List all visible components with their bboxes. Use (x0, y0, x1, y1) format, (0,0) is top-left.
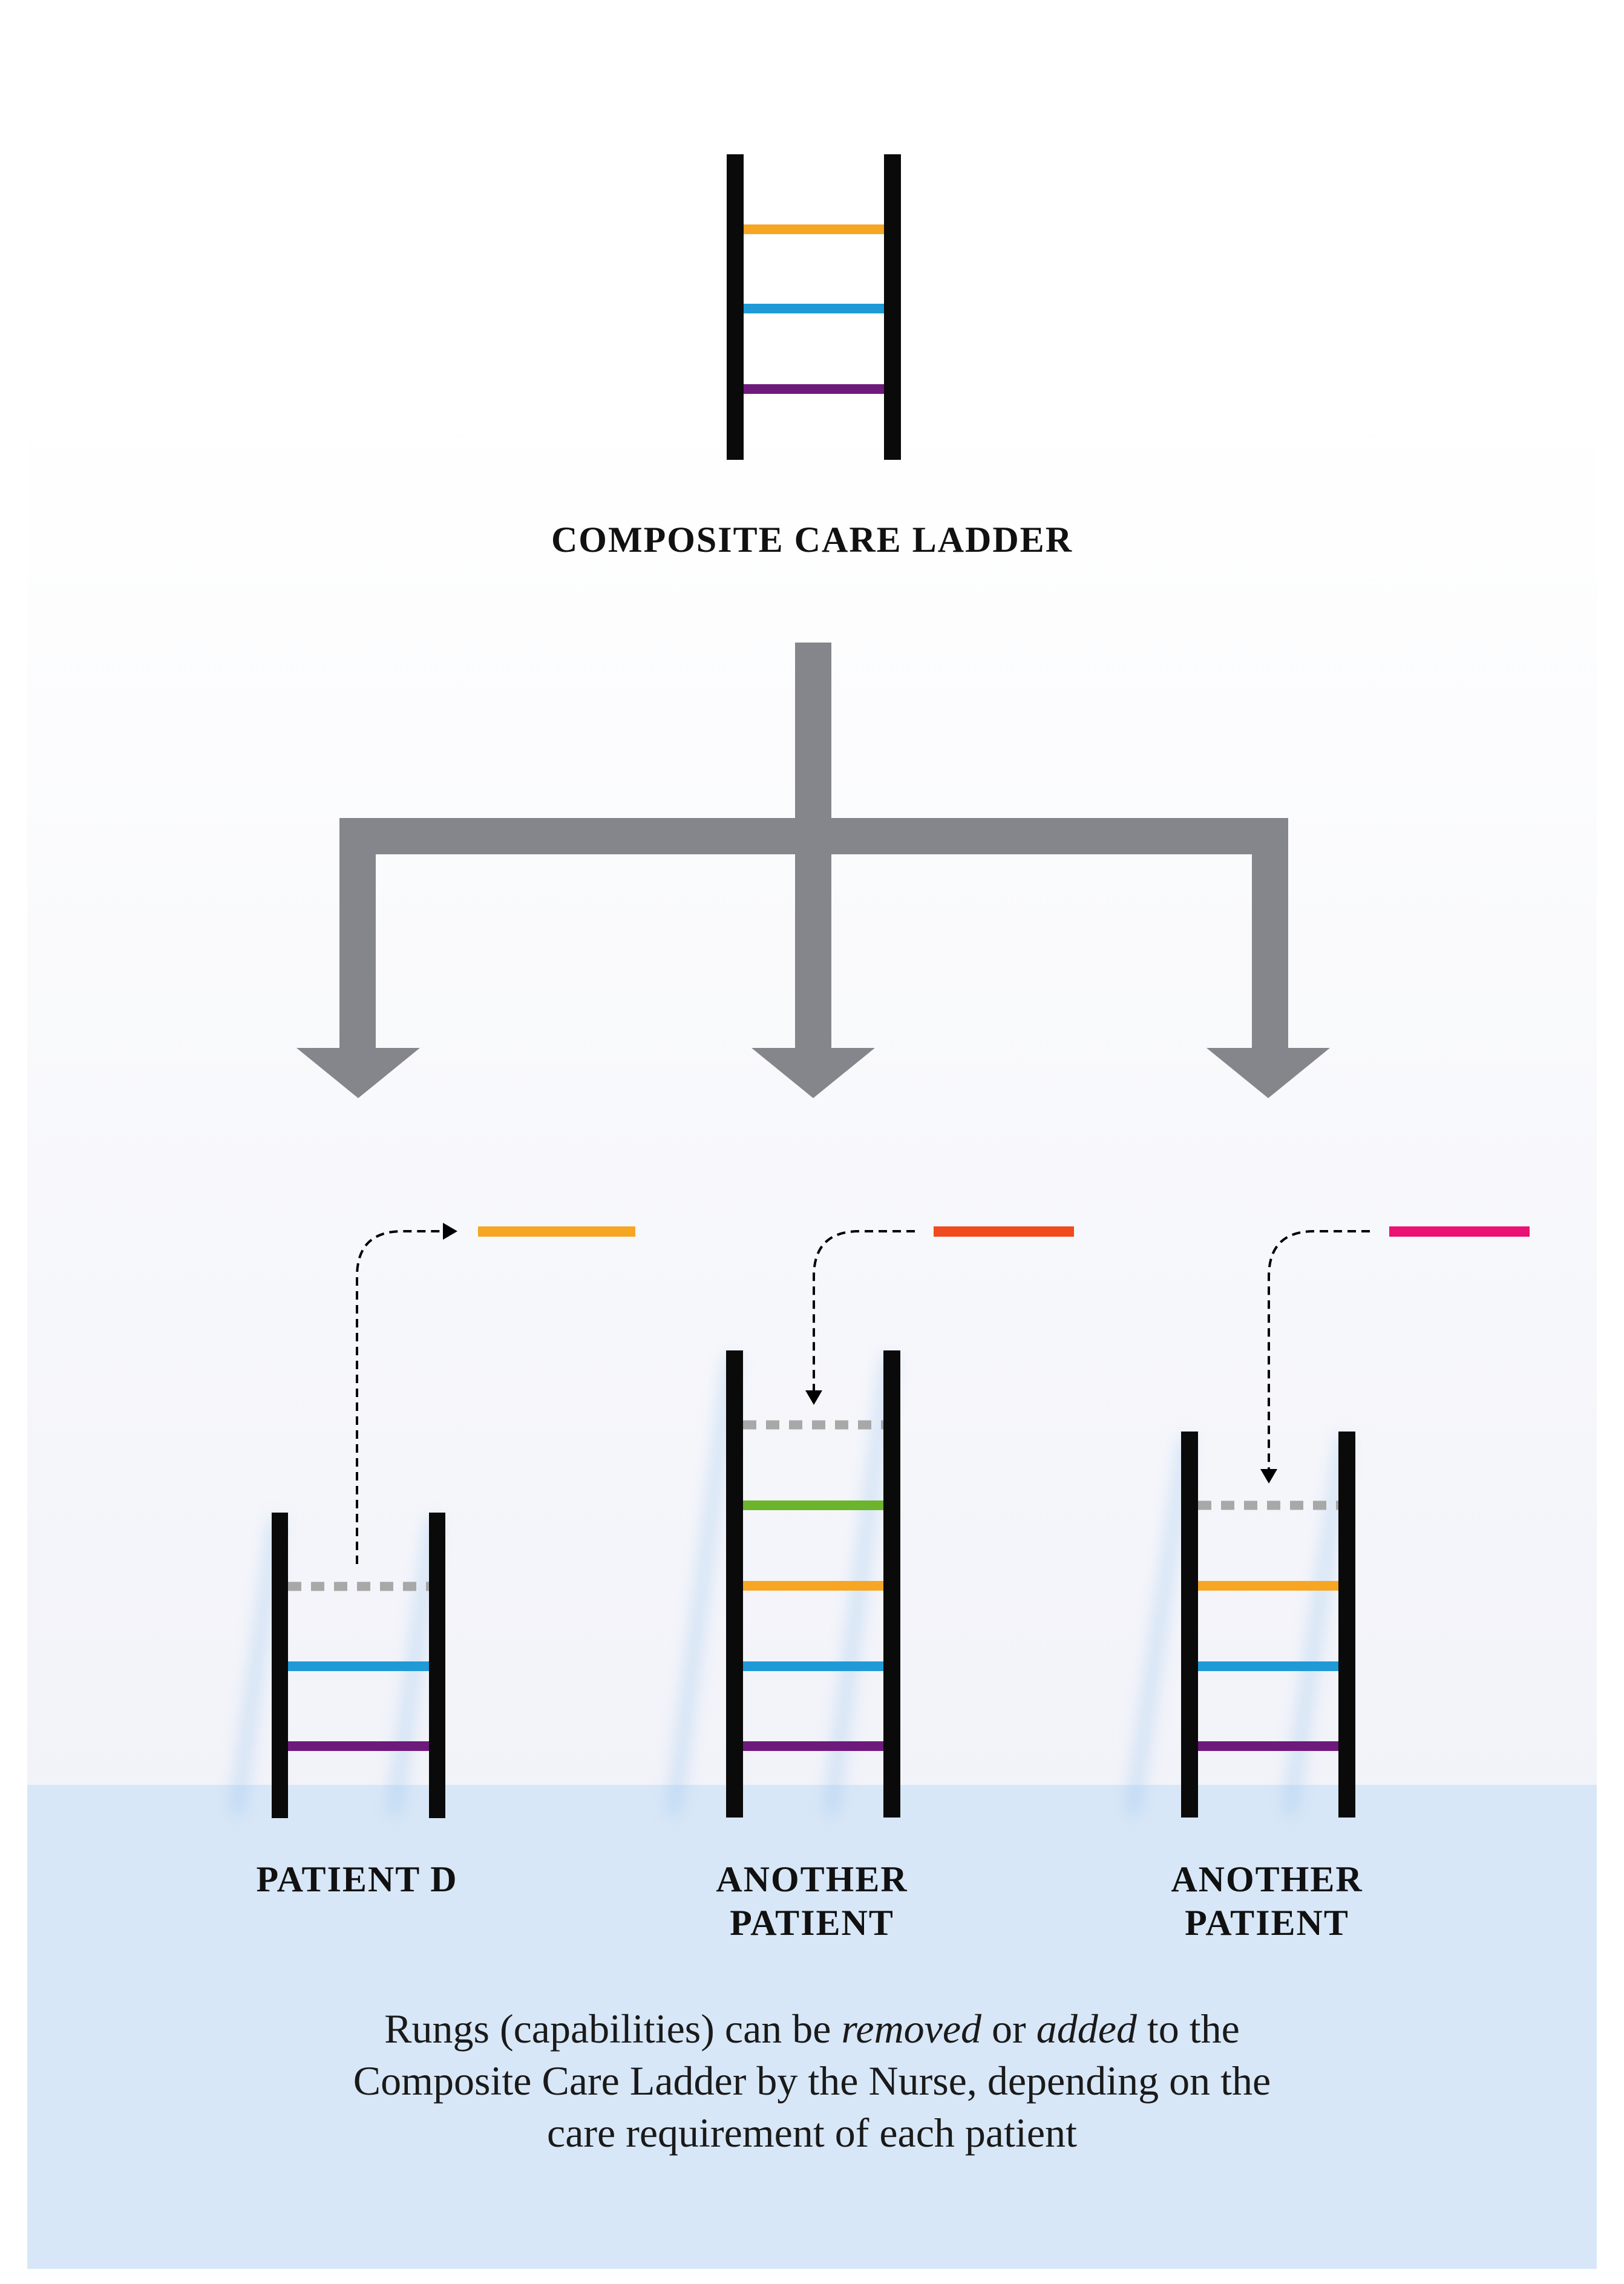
arrow-head-left (296, 1048, 420, 1098)
patient-b-label: ANOTHER PATIENT (655, 1857, 969, 1945)
rung-orange (744, 224, 884, 234)
ladder-rail-left (1181, 1432, 1198, 1818)
add-arrow (813, 1230, 915, 1392)
add-arrow (1268, 1230, 1370, 1470)
composite-ladder (727, 154, 901, 460)
remove-arrow-head (443, 1223, 457, 1240)
patient-d-label: PATIENT D (200, 1857, 514, 1901)
rung-blue (288, 1661, 429, 1671)
rung-purple (744, 384, 884, 394)
removed-rung-orange (478, 1226, 635, 1237)
patient-c-label: ANOTHER PATIENT (1110, 1857, 1424, 1945)
ladder-rail-right (1338, 1432, 1355, 1818)
rung-orange (1198, 1581, 1338, 1591)
patient-label-line: ANOTHER (716, 1859, 908, 1899)
added-rung-red-orange (934, 1226, 1074, 1237)
branch-arrow (296, 643, 1330, 1098)
patient-b-ladder (726, 1226, 1074, 1818)
caption-text: to the (1136, 2006, 1240, 2052)
patient-label-line: PATIENT (1185, 1903, 1349, 1943)
patient-label-line: ANOTHER (1171, 1859, 1363, 1899)
rung-green (743, 1500, 883, 1510)
ladder-rail-left (727, 154, 744, 460)
add-arrow-head (805, 1390, 822, 1405)
rung-blue (1198, 1661, 1338, 1671)
patient-d-ladder (272, 1223, 635, 1818)
arrow-head-right (1207, 1048, 1330, 1098)
patient-label-line: PATIENT (730, 1903, 894, 1943)
composite-ladder-title: COMPOSITE CARE LADDER (551, 520, 1073, 560)
added-rung-magenta (1389, 1226, 1530, 1237)
ladder-rail-left (272, 1513, 288, 1818)
remove-arrow (356, 1230, 442, 1564)
caption-line-1: Rungs (capabilities) can be removed or a… (207, 2003, 1417, 2055)
rung-purple (1198, 1741, 1338, 1751)
caption: Rungs (capabilities) can be removed or a… (207, 2003, 1417, 2159)
patient-label-line: PATIENT D (256, 1859, 458, 1899)
caption-line-3: care requirement of each patient (547, 2110, 1077, 2156)
caption-text: Rungs (capabilities) can be (384, 2006, 842, 2052)
ladder-rail-right (429, 1513, 445, 1818)
ladder-rail-right (884, 154, 901, 460)
add-arrow-head (1260, 1469, 1277, 1484)
ladder-rail-right (883, 1350, 900, 1818)
patient-c-ladder (1181, 1226, 1530, 1818)
rung-orange (743, 1581, 883, 1591)
caption-line-2: Composite Care Ladder by the Nurse, depe… (353, 2058, 1271, 2104)
caption-emphasis-removed: removed (841, 2006, 982, 2052)
caption-emphasis-added: added (1036, 2006, 1137, 2052)
arrow-head-center (751, 1048, 875, 1098)
rung-purple (743, 1741, 883, 1751)
ladder-rail-left (726, 1350, 743, 1818)
caption-text: or (981, 2006, 1036, 2052)
rung-purple (288, 1741, 429, 1751)
ladder-shadows (231, 1355, 1349, 1815)
footer-panel (27, 1785, 1597, 2269)
rung-blue (744, 304, 884, 313)
rung-blue (743, 1661, 883, 1671)
